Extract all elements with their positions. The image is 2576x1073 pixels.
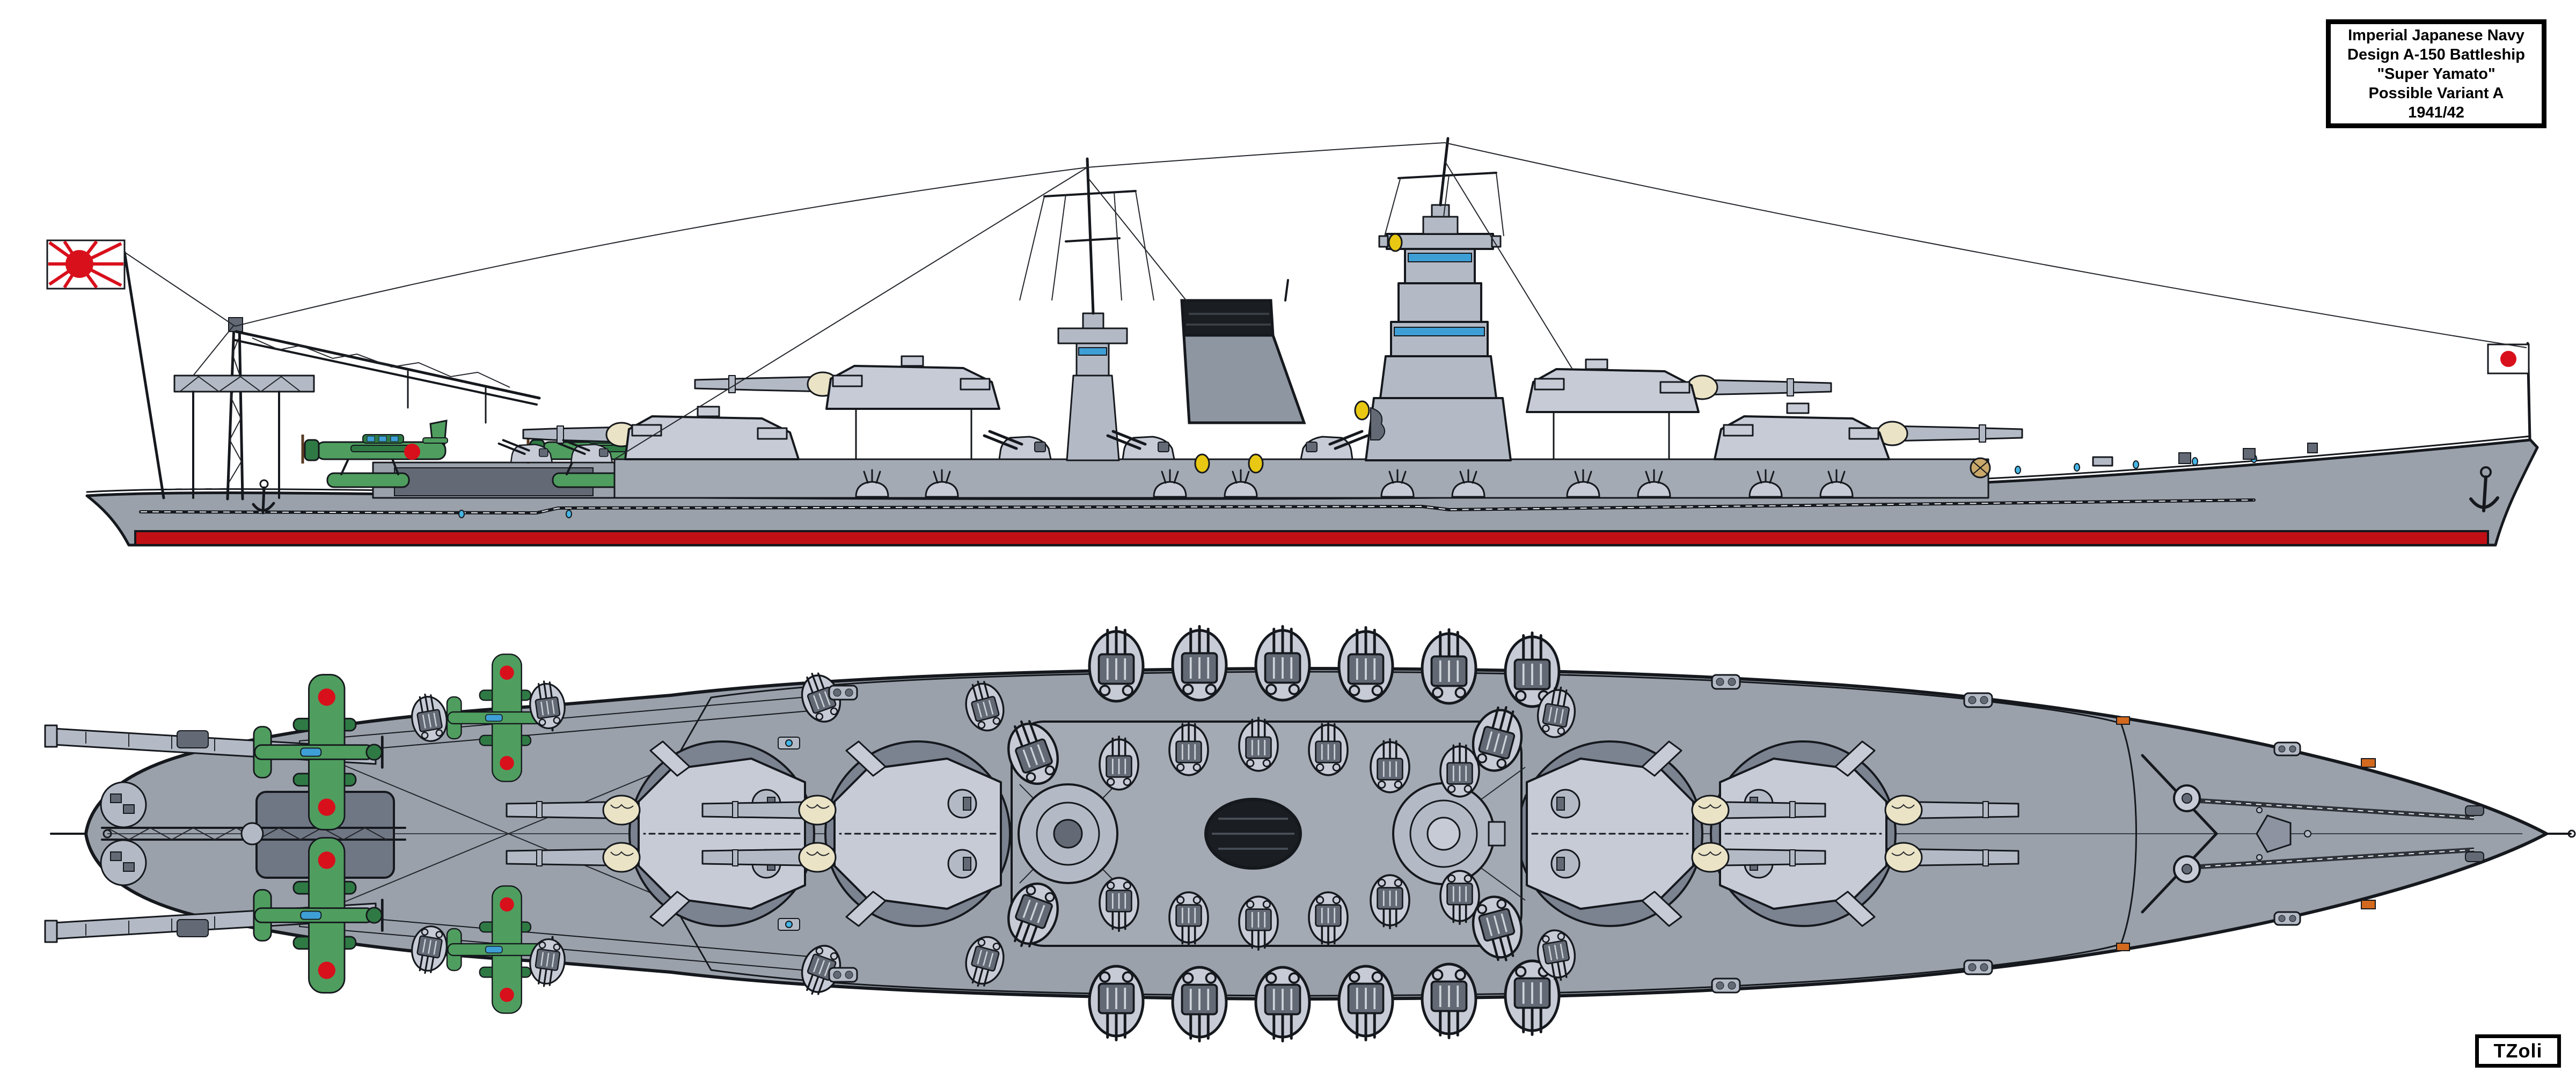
turret-no2 (1526, 368, 1700, 413)
breakwater (2141, 754, 2218, 914)
bollard-pair (1963, 692, 1993, 708)
bow-anchor-icon (2469, 466, 2499, 512)
bollard-pair (828, 685, 858, 701)
windlass-plate (2256, 814, 2292, 853)
title-box: Imperial Japanese Navy Design A-150 Batt… (2326, 19, 2546, 128)
stern-crane (173, 317, 541, 501)
title-line-5: 1941/42 (2408, 104, 2464, 121)
bow-fittings-side (1970, 342, 2531, 479)
pagoda-bridge-tower (1365, 137, 1512, 461)
bollard-pair (828, 967, 858, 983)
top-plan-view (44, 627, 2576, 1041)
bollard-pair (2273, 741, 2301, 756)
deck-fitting (778, 737, 800, 749)
shelter-deck-band (613, 458, 1989, 499)
stern-aircraft-deck-side (46, 239, 838, 501)
title-line-4: Possible Variant A (2368, 84, 2504, 102)
bollard-pair (1711, 674, 1741, 690)
title-line-2: Design A-150 Battleship (2347, 46, 2525, 63)
artist-signature: TZoli (2493, 1040, 2543, 1062)
artist-signature-box: TZoli (2475, 1034, 2561, 1068)
superstructure-side (499, 137, 1854, 498)
secondary-mount-side (984, 431, 1051, 459)
mainmast-plan (1018, 783, 1118, 884)
midship-superstructure-plan (999, 701, 1529, 966)
hawse-pipe (2465, 805, 2484, 816)
bollard-pair (2273, 911, 2301, 926)
turret-no3 (825, 365, 1000, 410)
barbette-no3 (855, 408, 972, 460)
turret-no4 (624, 415, 800, 460)
stern-crane-plan (101, 822, 406, 846)
bow-deck-plan (2116, 716, 2576, 951)
bollard-pair (1711, 978, 1741, 994)
deck-fitting (778, 918, 800, 931)
stern-deck-plan (44, 653, 823, 1015)
aft-main-turrets-side (522, 355, 1000, 460)
secondary-mount-side (1301, 431, 1367, 459)
bollard-pair (1963, 959, 1993, 975)
hawse-pipe (2465, 851, 2484, 862)
rigging-lines-side (124, 142, 2527, 460)
funnel-plan (1204, 798, 1302, 870)
bow-jack-hinomaru-flag (2487, 342, 2531, 442)
anchor-chains (2194, 798, 2475, 870)
deck-fittings-plan (778, 674, 2301, 994)
searchlight-icons (1194, 233, 1403, 474)
barbette-no2 (1553, 411, 1670, 460)
title-line-3: "Super Yamato" (2377, 65, 2496, 83)
funnel-side (1180, 279, 1306, 424)
forward-main-turrets-side (1526, 358, 2023, 460)
stern-anchor-icon (252, 479, 275, 515)
waterline-boot-stripe (134, 530, 2489, 546)
turret-no1 (1714, 415, 1890, 460)
mainmast-tower (1043, 157, 1137, 461)
stern-ensign-rising-sun-flag (46, 239, 165, 499)
pagoda-plan (1392, 767, 1526, 901)
side-profile-view (46, 137, 2539, 547)
hull-side (85, 432, 2539, 547)
title-line-1: Imperial Japanese Navy (2348, 26, 2524, 44)
